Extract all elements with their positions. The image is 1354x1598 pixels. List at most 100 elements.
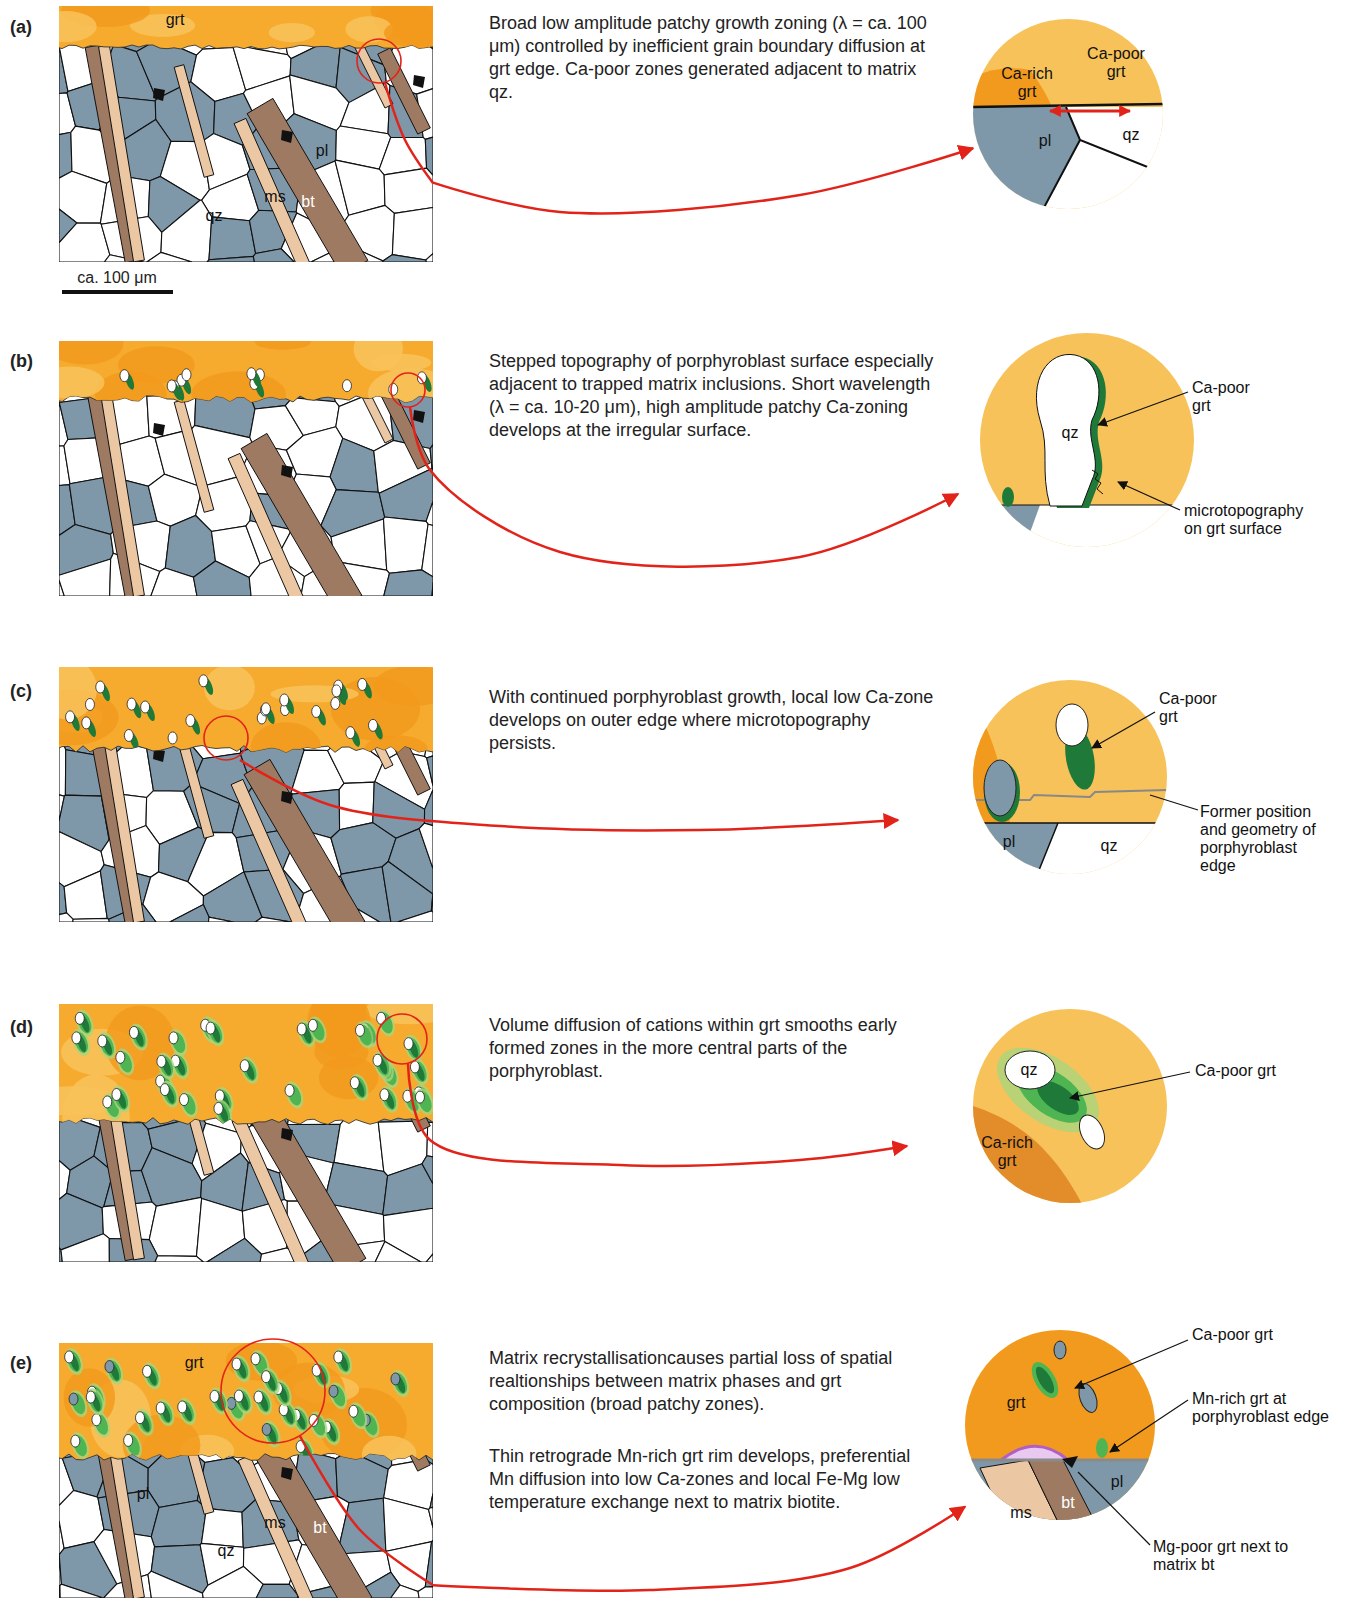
mineral-label: Ca-poor grt — [1081, 45, 1151, 81]
mineral-grain — [426, 254, 433, 262]
opaque-grain — [153, 423, 165, 436]
inset-drawing — [970, 15, 1170, 217]
quartz-grain — [975, 505, 1195, 555]
diffusion-halo — [160, 1082, 179, 1107]
biotite-grain — [1028, 1458, 1095, 1522]
inclusion — [254, 1391, 263, 1403]
inclusion — [232, 1358, 241, 1370]
inset-drawing — [975, 330, 1195, 560]
mineral-label: qz — [1062, 424, 1079, 442]
mineral-label: bt — [301, 193, 314, 211]
mineral-label: pl — [316, 142, 328, 160]
mineral-grain — [256, 1584, 298, 1598]
mineral-label: Former position and geometry of porphyro… — [1200, 803, 1332, 875]
mineral-grain — [161, 200, 212, 262]
rect-shape — [970, 1006, 1170, 1206]
mineral-grain — [208, 917, 233, 922]
inclusion — [168, 732, 177, 744]
diffusion-halo — [1096, 1438, 1108, 1458]
mineral-grain — [151, 1500, 206, 1546]
diffusion-halo — [349, 1403, 368, 1428]
diffusion-halo — [157, 1054, 176, 1079]
inclusion — [65, 1351, 74, 1363]
diffusion-halo — [259, 1365, 284, 1397]
mineral-grain — [170, 905, 209, 922]
diffusion-halo — [127, 1021, 152, 1053]
garnet-zone — [368, 368, 433, 418]
mineral-grain — [151, 568, 197, 596]
mineral-grain — [147, 252, 192, 262]
inclusion — [331, 697, 340, 709]
inclusion — [346, 727, 355, 739]
mineral-grain — [430, 1493, 433, 1508]
inclusion — [369, 719, 378, 731]
mineral-grain — [392, 207, 433, 259]
diffusion-halo — [83, 1386, 108, 1418]
diffusion-halo — [166, 1027, 191, 1059]
mineral-grain — [426, 1254, 433, 1262]
diffusion-halo — [207, 1385, 232, 1417]
diffusion-halo — [234, 1388, 253, 1413]
caption-text: With continued porphyroblast growth, loc… — [489, 686, 934, 755]
inclusion — [373, 1054, 382, 1066]
mineral-label: Ca-poor grt — [1195, 1062, 1276, 1080]
leader-line — [1075, 1340, 1188, 1388]
garnet-zoning — [59, 667, 433, 772]
diffusion-halo — [240, 1058, 259, 1083]
diffusion-halo — [206, 1020, 225, 1045]
panel-letter: (a) — [10, 16, 32, 39]
diffusion-halo — [86, 1389, 105, 1414]
diffusion-halo — [211, 1097, 236, 1129]
mineral-grain — [60, 1584, 103, 1598]
scale-label: ca. 100 μm — [77, 266, 156, 289]
diffusion-halo — [259, 1418, 284, 1450]
plagioclase-inclusion — [984, 760, 1016, 816]
diffusion-halo — [156, 1400, 175, 1425]
inclusion — [214, 1102, 223, 1114]
mineral-grain — [422, 1156, 433, 1184]
diffusion-halo — [157, 1078, 182, 1110]
garnet-porphyroblast — [59, 1004, 433, 1124]
mineral-label: Ca-rich grt — [977, 1134, 1037, 1170]
opaque-grain — [281, 791, 293, 804]
opaque-grain — [281, 1128, 293, 1141]
diffusion-halo — [124, 1433, 143, 1458]
diffusion-halo — [415, 1089, 433, 1114]
inclusion — [380, 1089, 389, 1101]
mica-grain — [99, 380, 145, 596]
diffusion-halo — [178, 1399, 197, 1424]
inclusion — [206, 1022, 215, 1034]
diffusion-halo — [401, 1032, 426, 1064]
mineral-grain — [59, 132, 72, 178]
diffusion-halo — [1026, 1358, 1063, 1403]
diffusion-halo — [347, 1071, 372, 1103]
mineral-grain — [431, 582, 433, 596]
caption-text: Stepped topography of porphyroblast surf… — [489, 350, 934, 442]
inclusion — [262, 1371, 271, 1383]
mineral-grain — [59, 740, 66, 796]
inclusion — [116, 1051, 125, 1063]
mineral-grain — [207, 1238, 262, 1262]
leader-line — [1078, 1472, 1150, 1545]
garnet-zone — [59, 341, 123, 365]
inclusion — [120, 370, 129, 382]
diffusion-halo — [346, 1400, 371, 1432]
mineral-grain — [336, 1451, 389, 1503]
leader-line — [1118, 482, 1180, 510]
diffusion-halo — [179, 1092, 198, 1117]
diffusion-halo — [285, 1083, 304, 1108]
garnet-zone — [319, 1056, 378, 1099]
inset-circle: Ca-poor grtgrtMn-rich grt at porphyrobla… — [965, 1330, 1155, 1520]
mineral-label: ms — [264, 188, 285, 206]
inset-circle: Ca-poor grtFormer position and geometry … — [973, 680, 1167, 874]
panel-letter: (d) — [10, 1016, 33, 1039]
mineral-grain — [384, 570, 433, 596]
inclusion — [105, 1361, 114, 1373]
mineral-label: qz — [218, 1542, 235, 1560]
diffusion-halo — [282, 1079, 307, 1111]
mineral-grain — [431, 894, 433, 913]
inclusion — [143, 1365, 152, 1377]
inset-circle: Ca-poor grtqzmicrotopography on grt surf… — [980, 333, 1194, 547]
mineral-label: qz — [1021, 1061, 1038, 1079]
